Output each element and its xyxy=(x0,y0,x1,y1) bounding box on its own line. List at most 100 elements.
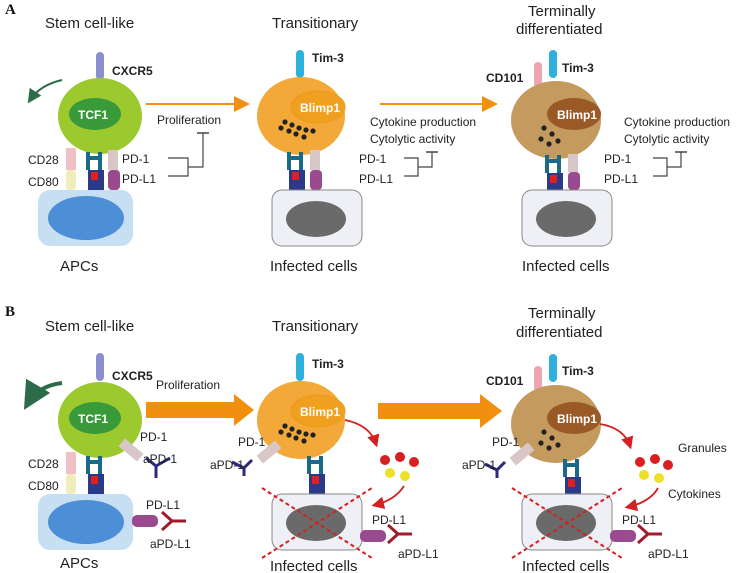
pd1-receptor-a3 xyxy=(568,154,578,172)
inhibition-line-a3 xyxy=(667,152,682,168)
blimp1-label-b2: Blimp1 xyxy=(300,405,340,419)
secretion-arrow-b3 xyxy=(599,423,634,450)
cytolytic-label-a2: Cytolytic activity xyxy=(370,132,455,146)
tcf1-nucleus-b xyxy=(69,402,121,434)
panel-b-letter: B xyxy=(5,304,15,320)
granule-cytokine-dots-b3 xyxy=(635,454,673,483)
cd28-receptor-b xyxy=(66,452,76,474)
infected-label-a1: Infected cells xyxy=(270,258,358,275)
apcs-label-b: APCs xyxy=(60,555,98,572)
tim3-receptor-b xyxy=(549,50,557,78)
tcr-complex-a3 xyxy=(545,155,563,191)
pdl1-label-b3: PD-L1 xyxy=(622,513,656,527)
pd1-receptor-a2 xyxy=(310,150,320,170)
apd1-label-b3: aPD-1 xyxy=(462,458,496,472)
apd1-antibody-b3 xyxy=(484,460,507,478)
attack-arrow-b2 xyxy=(371,485,405,509)
transitionary-cell-b: Tim-3 Blimp1 xyxy=(256,353,346,494)
granules-label: Granules xyxy=(678,441,727,455)
proliferation-arrow-b xyxy=(146,394,254,426)
pd1-receptor-b3 xyxy=(509,442,535,466)
apd1-label-b2: aPD-1 xyxy=(210,458,244,472)
tcr-complex-b1 xyxy=(86,456,104,494)
cxcr5-receptor xyxy=(96,52,104,80)
granules-a3 xyxy=(538,125,561,147)
pdl1-ligand-a1 xyxy=(108,170,120,190)
infected-nucleus-a2 xyxy=(536,201,596,237)
secretion-arrow-b2 xyxy=(344,419,380,448)
stem-cell-a: CXCR5 TCF1 xyxy=(27,52,153,190)
blimp1-nucleus-b xyxy=(547,98,601,130)
tim3-label-a: Tim-3 xyxy=(312,51,344,65)
tim3-receptor xyxy=(296,50,304,78)
tcr-complex-a1 xyxy=(86,152,104,190)
pdl1-ligand-b2 xyxy=(360,530,386,542)
cd28-label: CD28 xyxy=(28,153,59,167)
apdl1-label-b2: aPD-L1 xyxy=(398,547,439,561)
cytokine-label-a2: Cytokine production xyxy=(370,115,476,129)
tim3-label-b3: Tim-3 xyxy=(562,364,594,378)
stem-cell-b: CXCR5 TCF1 xyxy=(23,353,153,494)
cxcr5-label: CXCR5 xyxy=(112,64,153,78)
apdl1-antibody-b1 xyxy=(160,510,186,532)
apc-nucleus-b xyxy=(48,500,124,544)
cd80-label: CD80 xyxy=(28,175,59,189)
stage-terminal-title-b1: Terminally xyxy=(528,305,596,322)
pd1-label-b1: PD-1 xyxy=(140,430,168,444)
pd1-label-b2: PD-1 xyxy=(238,435,266,449)
cd101-label-a: CD101 xyxy=(486,71,524,85)
granule-cytokine-dots-b2 xyxy=(380,452,419,481)
cd80-ligand-b xyxy=(66,474,76,494)
self-renewal-arrow xyxy=(27,79,63,104)
blimp1-label-b3: Blimp1 xyxy=(557,412,597,426)
tcf1-label: TCF1 xyxy=(78,108,108,122)
attack-arrow-b3 xyxy=(624,487,659,512)
pdl1-ligand-a2 xyxy=(310,170,322,190)
infected-label-b2: Infected cells xyxy=(522,558,610,573)
pdl1-label-b2: PD-L1 xyxy=(372,513,406,527)
tim3-label-b2: Tim-3 xyxy=(312,357,344,371)
apdl1-label-b3: aPD-L1 xyxy=(648,547,689,561)
apc-nucleus xyxy=(48,196,124,240)
infected-label-b1: Infected cells xyxy=(270,558,358,573)
pd1-receptor-b2 xyxy=(256,440,282,464)
tcr-complex-a2 xyxy=(287,152,305,190)
pdl1-ligand-b1 xyxy=(132,515,158,527)
pdl1-label-a1: PD-L1 xyxy=(122,172,156,186)
apd1-antibody-b1 xyxy=(145,456,171,478)
stage-stem-title: Stem cell-like xyxy=(45,15,134,32)
proliferation-label-b: Proliferation xyxy=(156,378,220,392)
apd1-label-b1: aPD-1 xyxy=(143,452,177,466)
apcs-label: APCs xyxy=(60,258,98,275)
granules-b2 xyxy=(278,423,316,444)
self-renewal-arrow-b xyxy=(23,378,63,410)
cd28-receptor xyxy=(66,148,76,170)
cd101-receptor-b xyxy=(534,366,542,392)
blimp1-nucleus-b2 xyxy=(290,394,346,428)
cd80-ligand xyxy=(66,170,76,190)
blimp1-label-a: Blimp1 xyxy=(300,101,340,115)
stage-terminal-title-1: Terminally xyxy=(528,3,596,20)
stage-stem-title-b: Stem cell-like xyxy=(45,318,134,335)
tcf1-nucleus xyxy=(69,98,121,130)
infected-label-a2: Infected cells xyxy=(522,258,610,275)
tim3-label-b: Tim-3 xyxy=(562,61,594,75)
stage-terminal-title-b2: differentiated xyxy=(516,324,602,341)
tcr-complex-b3 xyxy=(563,459,581,495)
pdl1-label-a2: PD-L1 xyxy=(359,172,393,186)
inhibition-bracket-a2 xyxy=(404,157,419,177)
apdl1-antibody-b3 xyxy=(636,523,662,545)
cxcr5-label-b: CXCR5 xyxy=(112,369,153,383)
blimp1-nucleus-b3 xyxy=(547,402,601,434)
stage-terminal-title-2: differentiated xyxy=(516,21,602,38)
tim3-receptor-b3 xyxy=(549,354,557,382)
pdl1-label-a3: PD-L1 xyxy=(604,172,638,186)
pd1-label-a3: PD-1 xyxy=(604,152,632,166)
pd1-label-b3: PD-1 xyxy=(492,435,520,449)
stage-transitionary-title: Transitionary xyxy=(272,15,359,32)
inhibition-bracket-a3 xyxy=(653,157,668,177)
cd80-label-b: CD80 xyxy=(28,479,59,493)
cd101-label-b: CD101 xyxy=(486,374,524,388)
apd1-antibody-b2 xyxy=(231,458,254,476)
